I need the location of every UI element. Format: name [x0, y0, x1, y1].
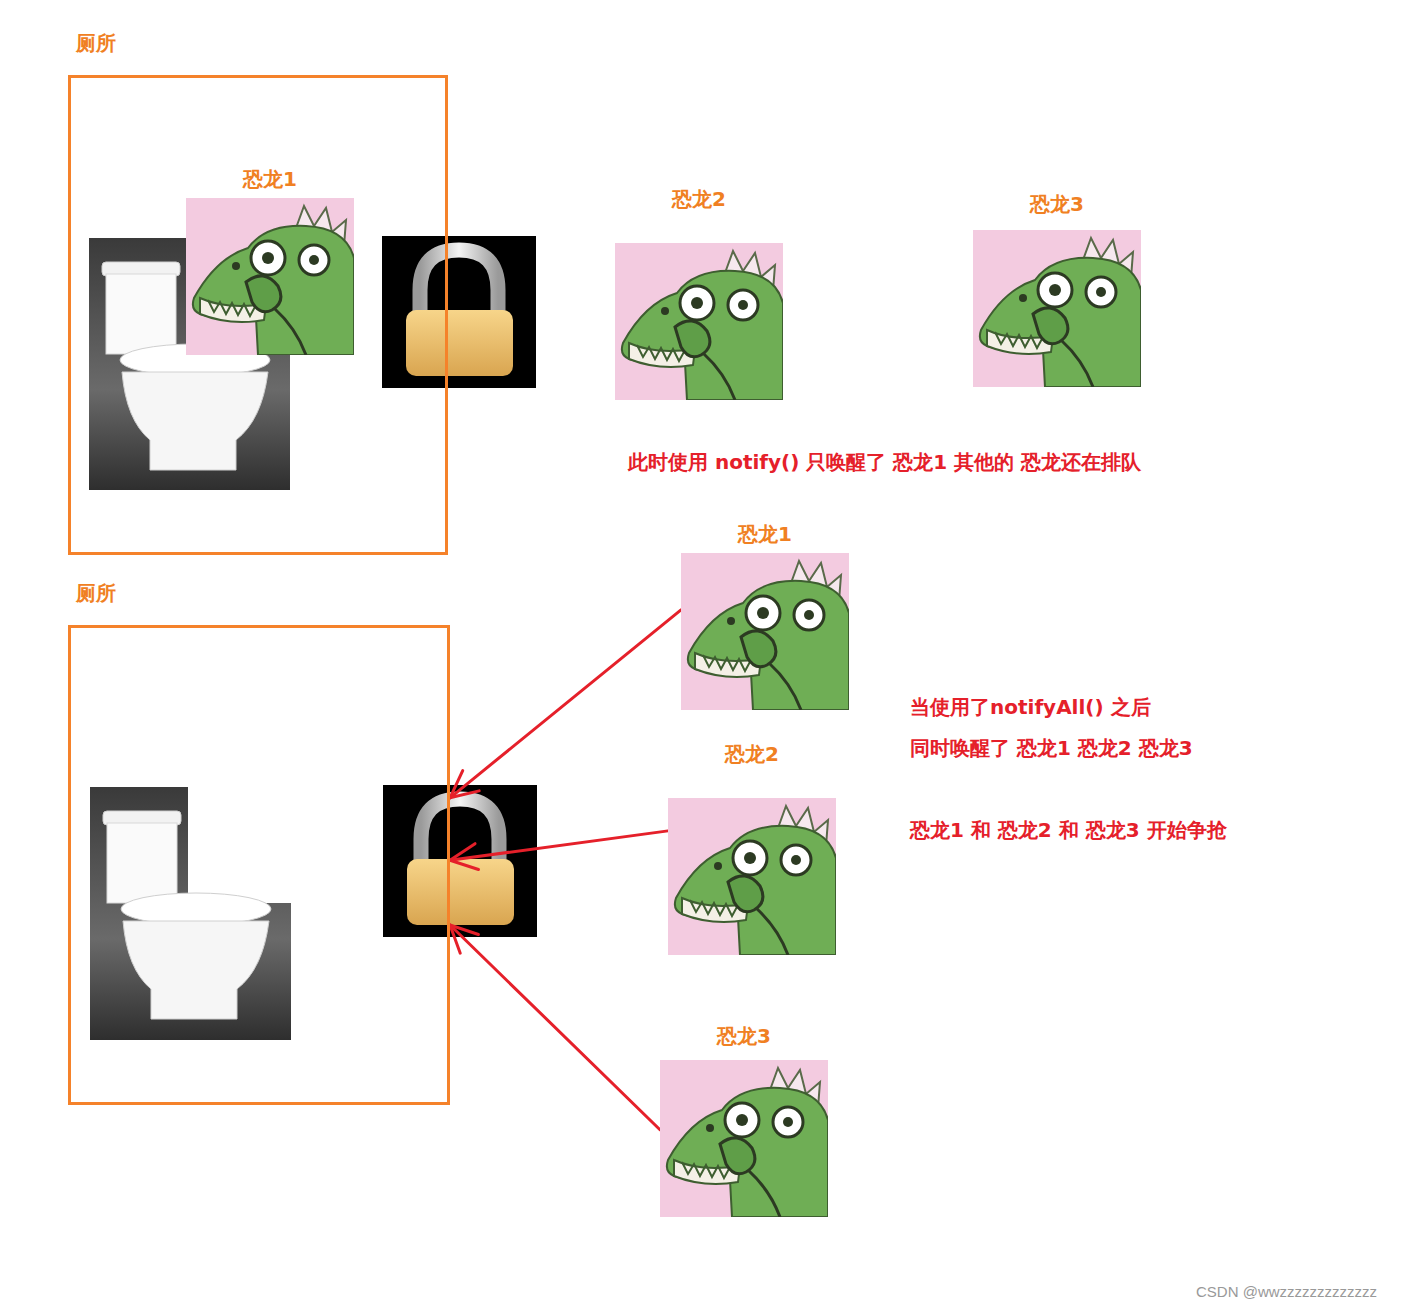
note-text: 同时唤醒了 恐龙1 恐龙2 恐龙3 [910, 735, 1193, 761]
dinosaur-node: 恐龙3 [660, 1023, 828, 1217]
dinosaur-node: 恐龙2 [615, 186, 783, 400]
dinosaur-picture [973, 230, 1141, 387]
dinosaur-picture [681, 553, 849, 710]
dinosaur-node: 恐龙2 [668, 741, 836, 955]
arrow-connector [450, 831, 668, 870]
dinosaur-name: 恐龙2 [615, 186, 783, 212]
dinosaur-picture [660, 1060, 828, 1217]
dinosaur-node: 恐龙1 [186, 166, 354, 355]
dinosaur-name: 恐龙1 [681, 521, 849, 547]
note-text: 恐龙1 和 恐龙2 和 恐龙3 开始争抢 [910, 817, 1227, 843]
dinosaur-node: 恐龙3 [973, 191, 1141, 387]
dinosaur-picture [668, 798, 836, 955]
dinosaur-name: 恐龙3 [660, 1023, 828, 1049]
note-text: 当使用了notifyAll() 之后 [910, 694, 1151, 720]
lock-icon [383, 785, 537, 937]
room-title: 厕所 [76, 30, 116, 56]
room-box: 厕所恐龙1 [68, 75, 448, 555]
arrow-connector [450, 610, 681, 798]
dinosaur-picture [615, 243, 783, 400]
dinosaur-name: 恐龙3 [973, 191, 1141, 217]
dinosaur-name: 恐龙1 [186, 166, 354, 192]
room-title: 厕所 [76, 580, 116, 606]
watermark: CSDN @wwzzzzzzzzzzzzz [1196, 1283, 1377, 1301]
dinosaur-picture [186, 198, 354, 355]
arrow-connector [450, 925, 660, 1130]
note-text: 此时使用 notify() 只唤醒了 恐龙1 其他的 恐龙还在排队 [628, 449, 1141, 475]
dinosaur-name: 恐龙2 [668, 741, 836, 767]
room-box: 厕所 [68, 625, 450, 1105]
toilet-picture [90, 745, 356, 1040]
lock-icon [382, 236, 536, 388]
dinosaur-node: 恐龙1 [681, 521, 849, 710]
